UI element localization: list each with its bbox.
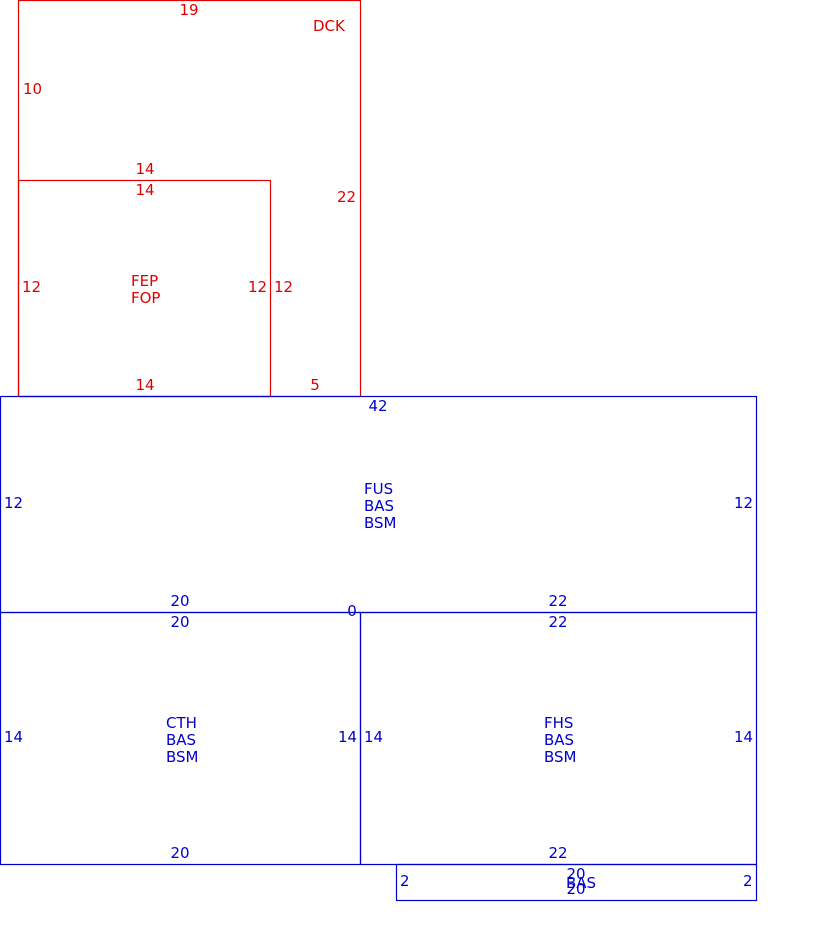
dck-dim-right: 22: [337, 188, 357, 206]
fep-dim-right-inner: 12: [248, 278, 268, 296]
fus-code-1: FUS: [364, 480, 394, 498]
cth-dim-right: 14: [338, 728, 358, 746]
fhs-code-1: FHS: [544, 714, 574, 732]
fep-dim-top-outer: 14: [135, 160, 155, 178]
fhs-dim-right: 14: [734, 728, 754, 746]
fhs-dim-bottom: 22: [548, 844, 568, 862]
dck-dim-top: 19: [179, 1, 199, 19]
fep-dim-right-outer: 12: [274, 278, 294, 296]
bas-strip-dim-right: 2: [743, 872, 753, 890]
bas-strip-dim-bottom: 20: [566, 880, 586, 898]
fhs-code-2: BAS: [544, 731, 575, 749]
bas-strip-dim-left: 2: [400, 872, 410, 890]
bas-strip-dim-top: 20: [566, 865, 586, 883]
dck-outline: [17, 0, 362, 398]
fep-code-2: FOP: [131, 289, 161, 307]
fus-dim-left: 12: [4, 494, 24, 512]
fus-dim-top: 42: [368, 397, 388, 415]
fep-code-1: FEP: [131, 272, 159, 290]
cth-dim-top: 20: [170, 613, 190, 631]
fep-code-labels: FEP FOP: [131, 273, 160, 307]
fep-dim-top-inner: 14: [135, 181, 155, 199]
fus-code-2: BAS: [364, 497, 395, 515]
fus-code-labels: FUS BAS BSM: [364, 481, 397, 532]
fus-dim-bottom-zero: 0: [347, 602, 357, 620]
bas-strip-code-label: BAS: [565, 874, 597, 892]
fus-dim-bottom-right: 22: [548, 592, 568, 610]
fus-code-3: BSM: [364, 514, 397, 532]
fep-dim-left: 12: [22, 278, 42, 296]
fus-dim-bottom-left: 20: [170, 592, 190, 610]
cth-dim-bottom: 20: [170, 844, 190, 862]
fhs-dim-top: 22: [548, 613, 568, 631]
cth-code-2: BAS: [166, 731, 197, 749]
bas-strip-outline: [395, 863, 758, 902]
fus-dim-right: 12: [734, 494, 754, 512]
cth-code-labels: CTH BAS BSM: [166, 715, 199, 766]
dck-code-label: DCK: [313, 17, 345, 35]
fhs-code-3: BSM: [544, 748, 577, 766]
cth-code-3: BSM: [166, 748, 199, 766]
cth-dim-left: 14: [4, 728, 24, 746]
fhs-dim-left: 14: [364, 728, 384, 746]
cth-code-1: CTH: [166, 714, 197, 732]
fep-dim-bottom: 14: [135, 376, 155, 394]
dck-dim-left: 10: [23, 80, 43, 98]
fhs-code-labels: FHS BAS BSM: [544, 715, 577, 766]
dck-dim-bottom: 5: [310, 376, 320, 394]
